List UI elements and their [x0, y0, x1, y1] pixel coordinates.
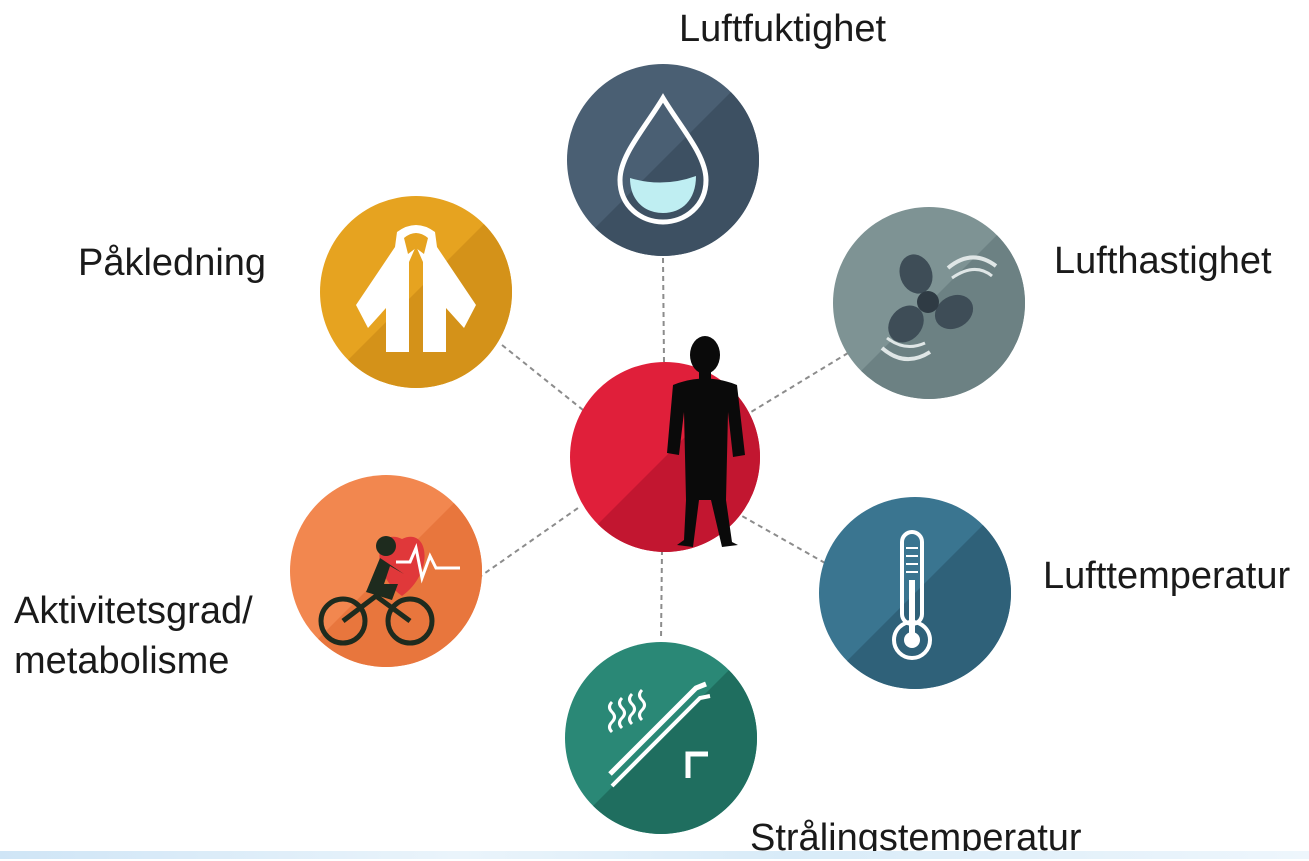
bottom-decorative-band	[0, 851, 1309, 859]
radiant-heat-icon	[608, 681, 711, 788]
humidity-node	[567, 64, 759, 256]
center-node	[570, 336, 760, 552]
connector-upper-right	[750, 352, 849, 413]
thermometer-icon	[892, 530, 932, 660]
label-activity: Aktivitetsgrad/ metabolisme	[14, 586, 253, 686]
activity-node	[290, 475, 482, 667]
air-velocity-node	[833, 207, 1025, 399]
fan-icon	[880, 254, 998, 361]
label-clothing: Påkledning	[78, 242, 267, 284]
clothing-node	[320, 196, 512, 388]
connector-lower-left	[477, 507, 579, 579]
water-drop-icon	[617, 93, 709, 225]
label-humidity: Luftfuktighet	[679, 8, 887, 50]
label-activity-line2: metabolisme	[14, 640, 230, 682]
connector-top	[662, 257, 665, 363]
cyclist-heart-icon	[318, 536, 460, 646]
label-air-velocity: Lufthastighet	[1054, 240, 1272, 282]
connector-lower-right	[741, 515, 826, 564]
connector-upper-left	[501, 344, 584, 411]
label-air-temperature: Lufttemperatur	[1043, 555, 1291, 597]
air-temperature-node	[819, 497, 1011, 689]
radiant-temperature-node	[565, 642, 757, 834]
connector-lines	[477, 257, 849, 641]
person-silhouette-icon	[667, 336, 745, 547]
connector-bottom	[660, 549, 663, 641]
jacket-icon	[356, 225, 476, 352]
label-activity-line1: Aktivitetsgrad/	[14, 590, 253, 632]
